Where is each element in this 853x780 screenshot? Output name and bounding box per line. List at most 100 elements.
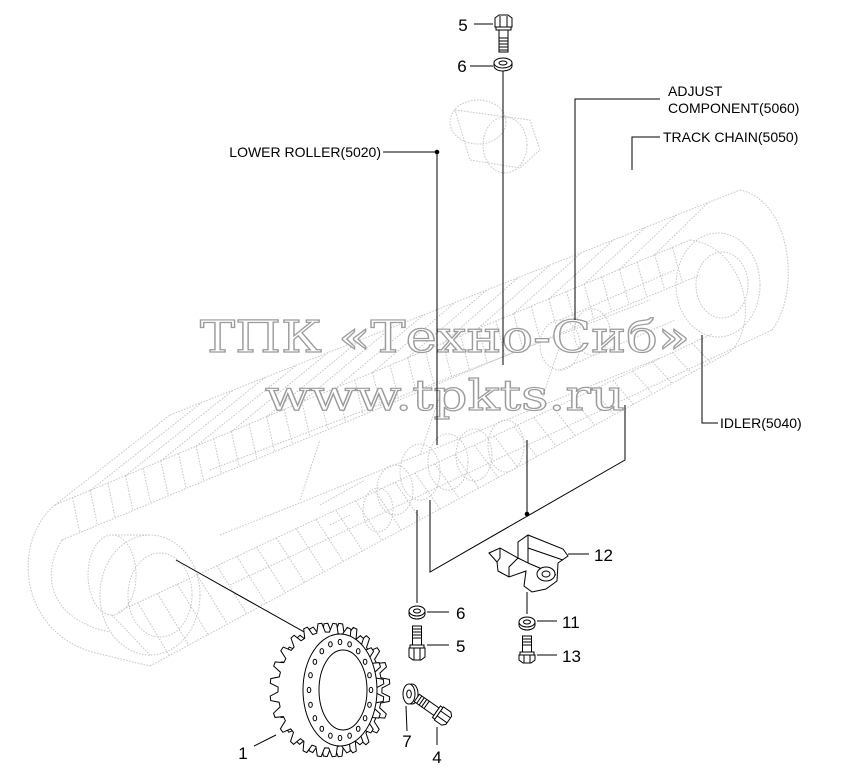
leader-label-1 [253,734,277,747]
track-shoe-side-line [601,276,612,312]
sprocket-bolt-hole [362,715,368,722]
part-number-bolt-left: 5 [456,637,465,656]
sprocket-bolt-hole [355,648,361,655]
track-shoe-side-line [195,445,205,482]
washer-sprocket [402,683,419,705]
leader-lines [175,23,718,747]
part-number-bolt-right: 13 [562,647,581,666]
leader-bracket-frame [429,405,626,573]
track-shoe-lower-line [632,370,654,395]
track-shoe-lower-line [196,574,228,625]
part-number-bolt-top: 5 [458,16,467,35]
watermark-company: ТПК «Техно-Сиб» [200,312,690,363]
leader-sprocket-axis [175,559,323,643]
bolt-right [518,635,536,664]
sprocket-bolt-hole [362,658,368,665]
track-shoe-lower-line [355,500,383,541]
track-idler-inner [695,251,749,319]
sprocket-bolt-hole [337,734,343,742]
bolt-left-thread [412,628,422,639]
sprocket-bolt-hole [312,658,318,665]
track-roller-1 [362,487,394,533]
part-number-washer-right: 11 [562,613,580,632]
track-shoe-top-line [513,252,583,314]
leader-adjust-component [574,98,660,320]
sprocket-hub-ring-inner [318,649,368,731]
track-shoe-lower-line [414,472,441,510]
bolt-top-hex-head [494,14,513,28]
track-shoe-side-line [125,475,134,511]
bolt-left-hex-head [408,647,426,661]
label-adjust-component-line2: COMPONENT(5060) [668,100,799,116]
track-shoe-lower-line [454,454,480,489]
track-shoe-top-line [336,314,424,388]
track-lower-back-edge [229,329,773,586]
sprocket-bolt-hole [308,701,313,708]
track-shoe-top-line [372,302,456,373]
bolt-sprocket-hex-faces [436,710,451,724]
track-shoe-side-line [72,497,81,533]
washer-top-face [493,57,513,69]
track-shoe-lower-line [137,602,170,656]
track-shoe-lower-line [691,342,712,363]
track-shoe-lower-line [295,528,325,573]
leader-track-chain [631,136,660,170]
track-roller-6 [487,419,525,473]
watermark-url: www.tpkts.ru [265,371,625,420]
track-shoe-side-line [671,247,683,283]
sprocket-bolt-hole [328,732,333,739]
track-shoe-top-line [266,339,361,418]
washer-right-face [518,616,536,628]
track-shoe-side-line [407,357,417,393]
sprocket-bolt-hole [367,701,372,708]
track-shoe-top-line [477,264,551,329]
part-number-washer-top: 6 [457,57,466,76]
sprocket [269,622,391,758]
part-number-bolt-sprocket: 4 [432,748,441,767]
part-number-bracket: 12 [594,546,613,565]
track-shoe-side-line [424,350,435,386]
bracket-tube-bore [541,570,551,578]
track-drive-motor-body [111,534,151,656]
sprocket-bolt-hole [367,672,372,679]
track-shoe-top-line [583,227,646,285]
track-shoe-lower-line [176,583,209,635]
track-shoe-lower-line [592,389,615,416]
track-frame-rib [299,344,561,501]
lower-roller-exploded-a [449,99,507,145]
bolt-sprocket-thread [416,695,430,709]
track-shoe-side-line [372,372,382,408]
sprocket-bolt-hole [355,725,361,732]
track-frame-top [209,299,651,471]
sprocket-bolt-hole [368,686,374,694]
lower-roller-exploded-b [482,116,528,174]
part-number-sprocket: 1 [238,744,247,763]
label-adjust-component-line1: ADJUST [668,83,723,99]
sprocket-bolt-hole [337,638,343,646]
track-shoe-lower-line [315,519,344,562]
bolt-sprocket-hex-head [433,706,453,726]
track-idler-outer [675,232,761,338]
track-left-end-inner [50,539,111,633]
track-shoe-top-line [619,214,678,270]
washer-top [493,57,513,72]
washer-left-hole [413,608,421,614]
track-shoe-lower-line [652,361,673,384]
washer-top-hole [498,60,508,66]
bolt-right-hex-faces [523,655,531,663]
sprocket-bolt-hole [319,648,325,655]
sprocket-bolt-hole [308,672,313,679]
track-shoe-lower-line [473,444,499,478]
track-shoe-top-line [160,377,266,462]
washer-right [518,616,536,631]
leader-label-7 [405,705,408,732]
track-adjust-cylinder-b [573,308,611,356]
track-shoe-side-line [442,342,453,379]
track-roller-4 [427,433,469,491]
track-shoe-side-line [548,298,559,335]
track-roller-shaft [319,479,366,526]
part-number-washer-left: 6 [456,604,465,623]
lower-roller-exploded-body [454,109,541,169]
track-upper-left-edge [54,414,171,506]
track-shoe-side-line [513,313,524,349]
